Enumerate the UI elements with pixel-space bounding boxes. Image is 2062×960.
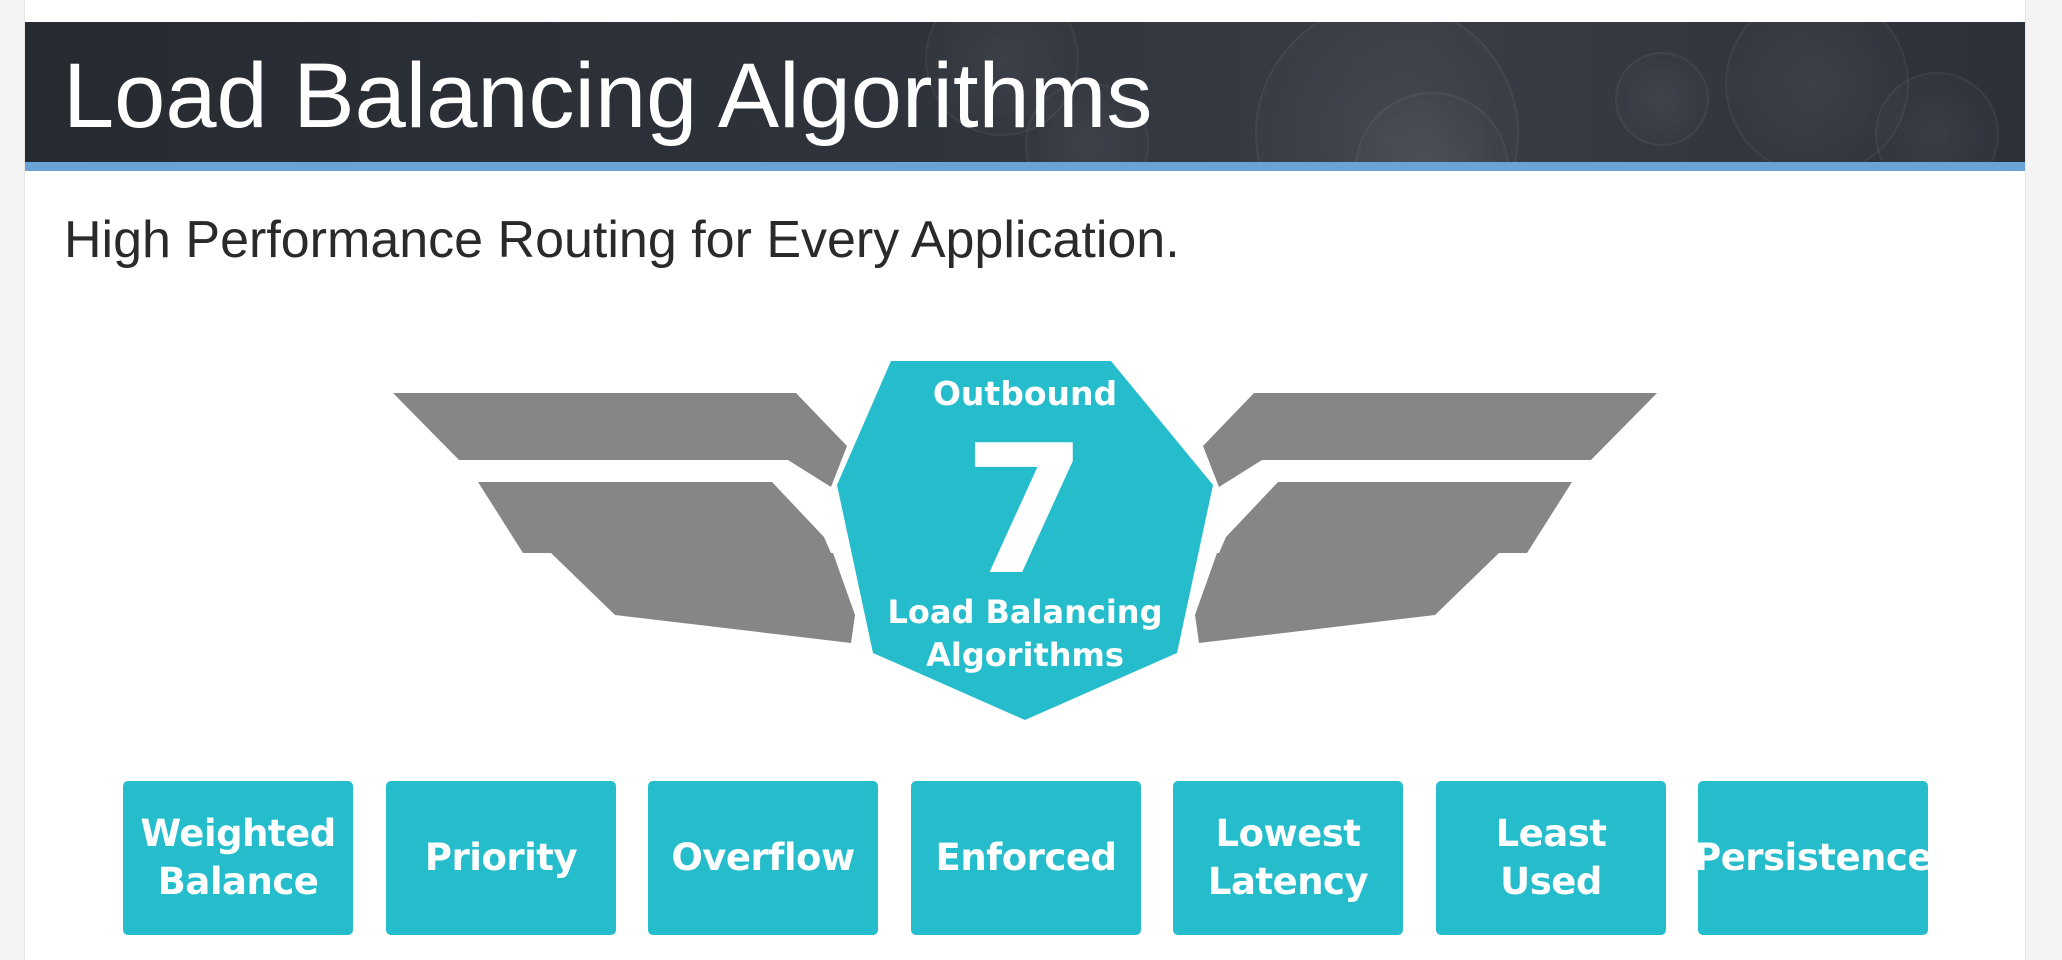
algorithm-overflow[interactable]: Overflow: [648, 781, 878, 935]
content-page: Load Balancing Algorithms High Performan…: [24, 0, 2026, 960]
algorithm-enforced[interactable]: Enforced: [911, 781, 1141, 935]
page-subtitle: High Performance Routing for Every Appli…: [64, 211, 1180, 269]
emblem-number: 7: [963, 407, 1087, 614]
header-banner: Load Balancing Algorithms: [25, 22, 2025, 162]
algorithm-least-used[interactable]: Least Used: [1436, 781, 1666, 935]
algorithm-persistence[interactable]: Persistence: [1694, 781, 1932, 935]
algorithm-weighted-balance[interactable]: Weighted Balance: [123, 781, 353, 935]
page-title: Load Balancing Algorithms: [63, 45, 1153, 147]
emblem-bottom-line2: Algorithms: [926, 636, 1124, 674]
algorithm-lowest-latency[interactable]: Lowest Latency: [1173, 781, 1403, 935]
outbound-emblem-graphic: Outbound 7 Load Balancing Algorithms: [393, 361, 1657, 720]
banner-accent-stripe: [25, 162, 2025, 171]
emblem-bottom-line1: Load Balancing: [888, 593, 1163, 631]
algorithm-priority[interactable]: Priority: [386, 781, 616, 935]
left-wing-icon: [393, 393, 855, 643]
banner-bokeh-decoration: [1615, 52, 1709, 146]
center-hexagon-badge: [837, 361, 1213, 720]
right-wing-icon: [1195, 393, 1657, 643]
emblem-top-label: Outbound: [933, 374, 1117, 413]
